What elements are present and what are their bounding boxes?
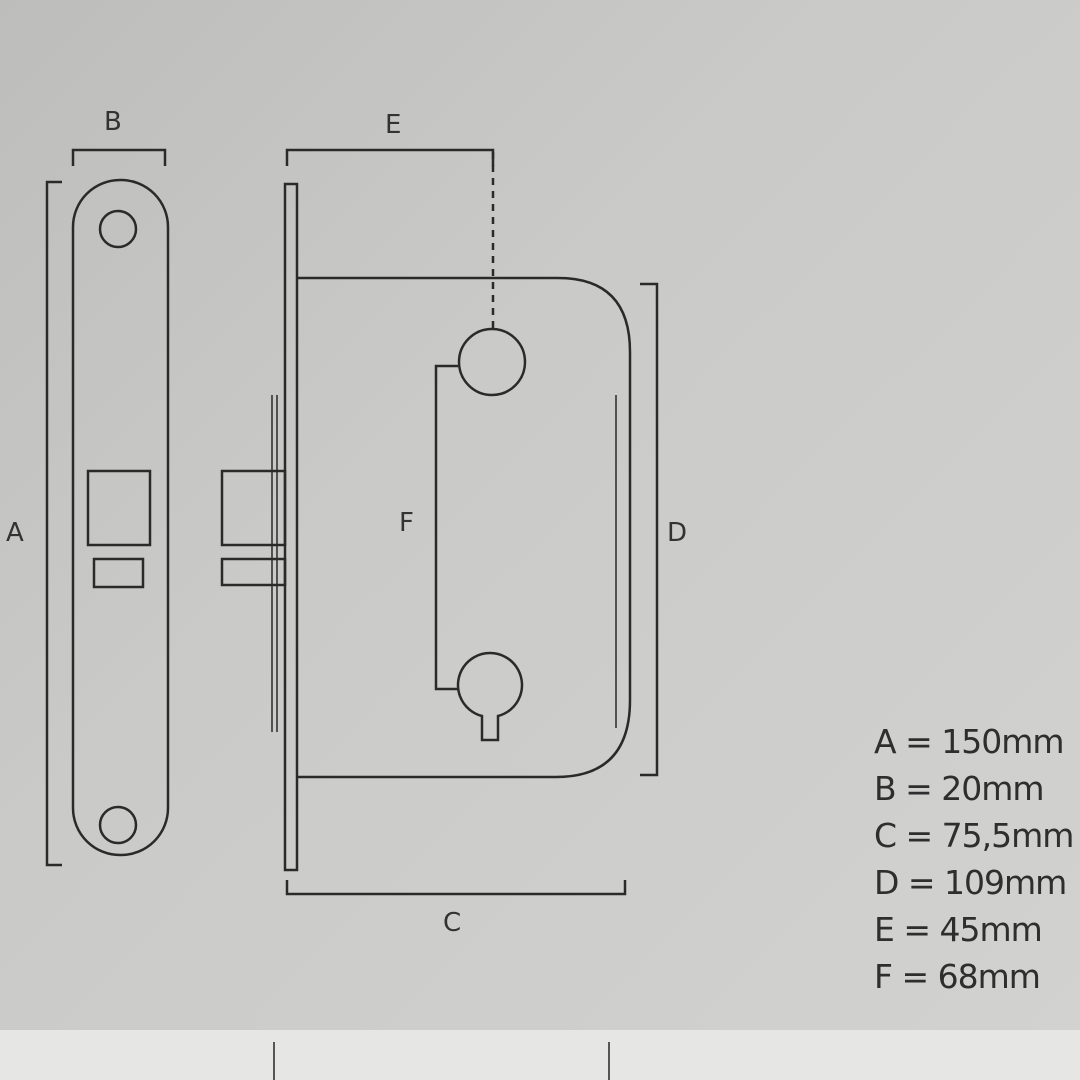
legend-item-c: C = 75,5mm [874, 816, 1074, 855]
label-b: B [104, 107, 122, 137]
dimension-a [45, 180, 62, 867]
screw-hole-top [98, 209, 138, 249]
dimension-d [640, 282, 659, 777]
spindle-hole [457, 327, 527, 397]
divider [608, 1042, 610, 1080]
case [297, 276, 632, 779]
label-c: C [443, 908, 461, 938]
legend-item-e: E = 45mm [874, 910, 1043, 949]
latch [220, 469, 287, 547]
legend-item-a: A = 150mm [874, 722, 1064, 761]
screw-hole-bottom [98, 805, 138, 845]
keyhole [456, 651, 524, 742]
label-a: A [6, 518, 24, 548]
dimension-legend: A = 150mm B = 20mm C = 75,5mm D = 109mm … [874, 718, 1074, 1000]
lock-body [220, 182, 632, 872]
dimension-e [285, 148, 495, 166]
legend-item-f: F = 68mm [874, 957, 1041, 996]
label-f: F [399, 508, 414, 538]
bolt [220, 557, 287, 587]
label-d: D [667, 518, 687, 548]
divider [273, 1042, 275, 1080]
legend-item-d: D = 109mm [874, 863, 1067, 902]
front-plate [283, 182, 299, 872]
label-e: E [385, 110, 401, 140]
bottom-strip [0, 1030, 1080, 1080]
latch-opening [86, 469, 152, 547]
faceplate [71, 178, 170, 857]
dimension-b [71, 148, 167, 166]
dimension-f [434, 364, 458, 691]
bolt-opening [92, 557, 145, 589]
dimension-c [285, 880, 627, 896]
legend-item-b: B = 20mm [874, 769, 1045, 808]
